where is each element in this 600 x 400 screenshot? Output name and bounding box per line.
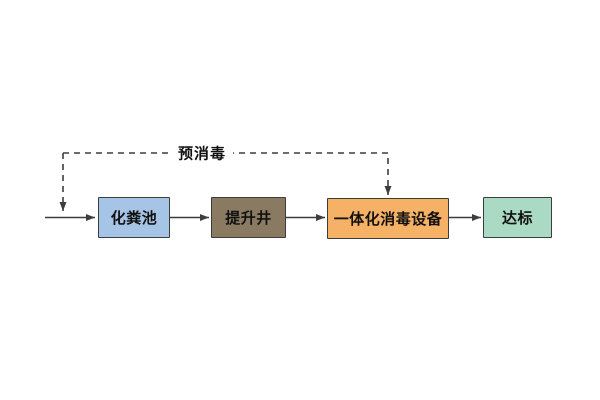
node-lift-well: 提升井 xyxy=(211,197,286,238)
pre-disinfection-dashed-path xyxy=(63,152,392,195)
node-standard-met: 达标 xyxy=(483,197,552,238)
pre-disinfection-label: 预消毒 xyxy=(170,142,234,164)
node-septic-tank: 化粪池 xyxy=(98,197,170,238)
node-integrated-disinfection-unit: 一体化消毒设备 xyxy=(327,198,449,239)
